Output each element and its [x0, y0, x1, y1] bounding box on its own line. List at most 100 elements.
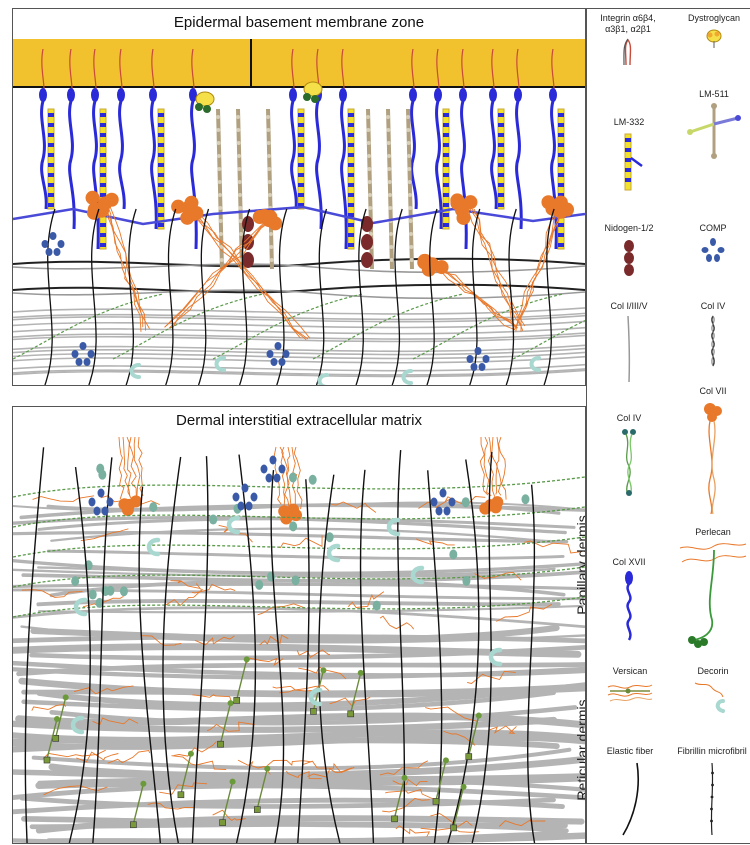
fibrillin-node: [227, 700, 234, 707]
lm-511-bead: [367, 193, 372, 197]
comp: [79, 342, 87, 350]
collagen-bundle: [50, 527, 560, 544]
lm-332-band: [498, 123, 504, 127]
collagen-bundle: [46, 549, 565, 560]
lm-511-bead: [406, 128, 411, 132]
col-vii-fibril: [432, 263, 516, 331]
elastic-fiber: [355, 208, 367, 385]
decorin: [226, 515, 241, 535]
decorin: [529, 356, 541, 372]
col-vii-fibril: [467, 208, 517, 329]
fibrillin-microfibril: [46, 718, 58, 760]
lm-332-band: [48, 193, 54, 197]
elastic-fiber: [197, 208, 210, 385]
col-xvii-stalk: [410, 100, 418, 210]
decorin: [401, 369, 413, 385]
col-iv-node: [149, 502, 158, 513]
versican-chain: [466, 670, 516, 684]
versican-chain: [259, 634, 289, 646]
lm-332-band: [498, 143, 504, 147]
legend-lm511: LM-511: [677, 89, 750, 160]
lm-332-band: [348, 203, 354, 207]
fibrillin-microfibril-icon: [710, 762, 714, 836]
comp: [282, 350, 290, 358]
lm-332-band: [158, 203, 164, 207]
lm-332: [497, 108, 505, 210]
versican-chain: [159, 782, 208, 795]
lm-332-band: [48, 113, 54, 117]
lm-332-band: [443, 133, 449, 137]
elastic-fiber: [165, 208, 177, 385]
legend-col17-label: Col XVII: [612, 557, 646, 567]
col-iv-node: [291, 575, 300, 586]
legend-lm332: LM-332: [601, 117, 657, 194]
lm-332-band: [100, 113, 106, 117]
lm-511-bead: [387, 167, 392, 171]
lm-511-bead: [367, 180, 372, 184]
col-vii-head: [129, 495, 142, 508]
col-iv-node: [461, 497, 470, 508]
lm-332: [557, 108, 565, 250]
versican-chain: [347, 591, 385, 608]
col-xvii-stalk: [68, 100, 76, 230]
elastic-fiber: [359, 469, 375, 843]
versican-core: [450, 824, 457, 832]
versican-chain: [165, 589, 204, 607]
lm-332: [157, 108, 165, 230]
fibrillin-microfibril: [221, 781, 234, 822]
lm-332-band: [298, 113, 304, 117]
col-vii-fibril: [491, 436, 498, 495]
elastic-fiber: [238, 208, 251, 385]
lm-332-band: [558, 193, 564, 197]
col-vii-fibril: [189, 208, 307, 341]
lm-511-bead: [406, 115, 410, 119]
lm-511-bead: [217, 193, 222, 197]
lm-511-bead: [219, 258, 224, 262]
col-vii-fibril: [171, 218, 275, 330]
epidermis-layer: [13, 39, 585, 87]
collagen-bundle: [16, 662, 585, 677]
nidogen-icon: [624, 240, 634, 276]
col-xvii-stalk: [150, 100, 158, 230]
col-xvii-stalk: [340, 100, 348, 250]
collagen-fibril: [13, 334, 585, 343]
comp: [232, 492, 240, 502]
comp: [57, 240, 65, 248]
col-xvii-stalk: [460, 100, 468, 250]
comp: [269, 455, 277, 465]
comp: [443, 506, 451, 516]
lm-332-band: [443, 213, 449, 217]
basement-membrane-molecules: [13, 48, 585, 385]
lm-332-band: [443, 143, 449, 147]
lm-332-band: [443, 183, 449, 187]
comp: [278, 358, 286, 366]
collagen-fibril: [13, 332, 585, 340]
elastic-fiber-icon: [622, 762, 640, 836]
lm-332-band: [298, 123, 304, 127]
col-iv-lattice: [512, 319, 585, 360]
lm-332-band: [158, 213, 164, 217]
nidogen: [361, 216, 373, 232]
lm-511-bead: [366, 115, 370, 119]
lm-332-band: [348, 213, 354, 217]
lm-332-band: [48, 123, 54, 127]
collagen-bundle: [13, 531, 569, 544]
lm-332-band: [48, 143, 54, 147]
elastic-fiber: [270, 470, 285, 843]
collagen-fibril: [13, 344, 585, 353]
lm-511-bead: [387, 180, 392, 184]
col-vii-fibril: [520, 208, 565, 332]
integrin-icon: [623, 38, 632, 66]
collagen-bundle: [13, 606, 585, 629]
lm-511-bead: [407, 193, 412, 197]
lm-511-bead: [218, 219, 223, 223]
legend-col135: Col I/III/V: [599, 301, 659, 384]
col-xvii-head: [39, 88, 47, 102]
legend-col4a-label: Col IV: [700, 301, 726, 311]
col-vii-fibril: [164, 218, 269, 328]
lm-511-bead: [237, 193, 242, 197]
collagen-bundle: [13, 588, 584, 601]
lm-511-bead: [217, 180, 222, 184]
lm-332-band: [348, 133, 354, 137]
elastic-fiber: [191, 456, 209, 843]
